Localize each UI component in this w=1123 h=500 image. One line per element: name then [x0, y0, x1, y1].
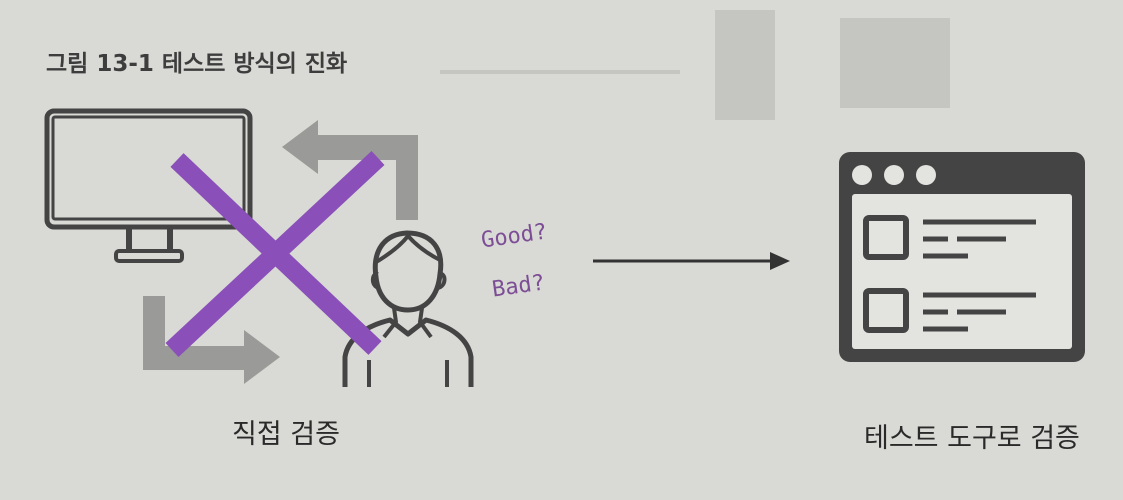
background-bleed — [440, 10, 950, 120]
checkbox-icon — [863, 288, 909, 333]
window-dot-icon — [852, 165, 872, 185]
monitor-icon — [44, 108, 253, 263]
loop-arrow-top — [282, 120, 418, 220]
test-tool-window-icon — [839, 152, 1085, 362]
loop-arrow-bottom — [143, 296, 280, 384]
manual-verification-caption: 직접 검증 — [232, 419, 340, 450]
person-icon — [342, 230, 474, 387]
figure-title: 그림 13-1 테스트 방식의 진화 — [46, 51, 348, 77]
window-dot-icon — [916, 165, 936, 185]
window-dot-icon — [884, 165, 904, 185]
tool-verification-caption: 테스트 도구로 검증 — [864, 423, 1080, 454]
evolution-arrow — [593, 252, 790, 270]
checkbox-icon — [863, 215, 909, 260]
rejected-cross-mark — [165, 151, 385, 357]
feedback-loop-arrows — [143, 120, 418, 384]
